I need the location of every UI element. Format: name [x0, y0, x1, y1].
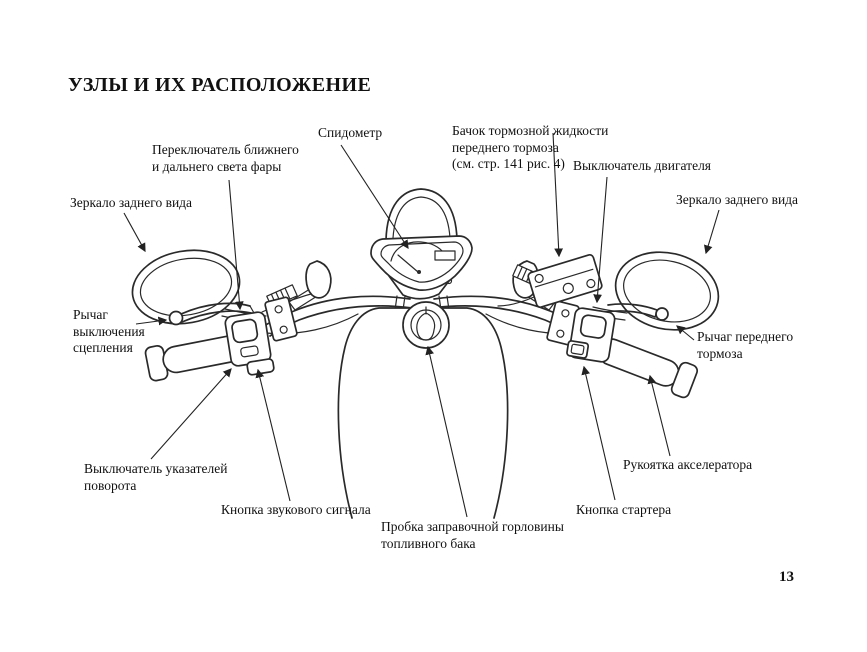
- label-turn-signal-switch: Выключатель указателей поворота: [84, 461, 228, 493]
- engine-stop-switch: [579, 314, 607, 339]
- clutch-lever: [168, 302, 255, 326]
- leader-throttle: [647, 374, 671, 457]
- leader-front-brake: [676, 325, 695, 341]
- leader-reservoir: [552, 132, 564, 258]
- leader-fuel-cap: [425, 345, 468, 518]
- leader-starter: [581, 365, 616, 501]
- headlight: [385, 188, 458, 241]
- leader-horn: [255, 368, 291, 502]
- leader-engine: [593, 176, 608, 304]
- label-starter-button: Кнопка стартера: [576, 502, 672, 517]
- leader-lines: [123, 132, 720, 518]
- label-brake-fluid-reservoir: Бачок тормозной жидкости переднего тормо…: [452, 123, 609, 172]
- label-horn-button: Кнопка звукового сигнала: [221, 502, 371, 517]
- front-brake-lever: [605, 303, 669, 321]
- page-title: УЗЛЫ И ИХ РАСПОЛОЖЕНИЕ: [68, 74, 372, 96]
- leader-clutch: [135, 316, 168, 326]
- label-fuel-filler-cap: Пробка заправочной горловины топливного …: [381, 519, 564, 551]
- fuel-filler-cap: [402, 301, 450, 349]
- leader-mirror-left: [123, 212, 146, 253]
- page-number: 13: [779, 569, 794, 585]
- label-dimmer-switch: Переключатель ближнего и дальнего света …: [152, 142, 299, 174]
- label-engine-switch: Выключатель двигателя: [573, 158, 712, 173]
- label-throttle-grip: Рукоятка акселератора: [623, 457, 753, 472]
- left-switch-housing: [224, 311, 275, 376]
- label-front-brake-lever: Рычаг переднего тормоза: [697, 329, 794, 361]
- label-speedometer: Спидометр: [318, 125, 383, 140]
- brake-fluid-reservoir: [497, 253, 603, 309]
- label-mirror-right: Зеркало заднего вида: [676, 192, 799, 207]
- speedometer-gauge: [370, 235, 473, 291]
- leader-dimmer: [228, 179, 244, 311]
- leader-mirror-right: [703, 209, 720, 255]
- dimmer-switch: [231, 318, 259, 344]
- handlebar-drawing: [131, 188, 720, 522]
- turn-signal-switch: [240, 345, 259, 358]
- right-switch-housing: [566, 307, 616, 363]
- leader-speedometer: [340, 144, 409, 250]
- label-mirror-left: Зеркало заднего вида: [70, 195, 193, 210]
- leader-turn-signal: [150, 368, 232, 460]
- bar-clamp-left: [264, 296, 298, 342]
- label-clutch-lever: Рычаг выключения сцепления: [73, 307, 145, 356]
- mirror-mount-left: [305, 260, 332, 299]
